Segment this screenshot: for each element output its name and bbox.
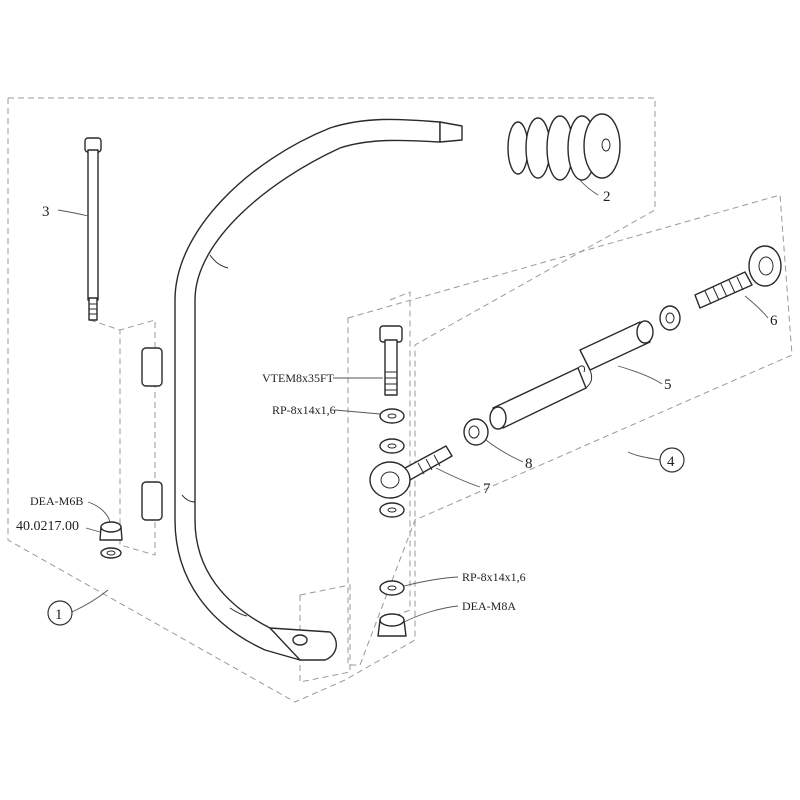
curved-bar-part	[174, 118, 463, 661]
assembly-path-left	[89, 319, 156, 556]
part-number-1: 1	[55, 607, 63, 623]
rod-end-part-7	[369, 445, 453, 499]
washer-middle	[379, 438, 405, 454]
leader-2	[579, 179, 599, 196]
group-4-boundary	[347, 194, 793, 666]
bushing-part-8	[463, 418, 489, 446]
washer-lower	[379, 502, 405, 518]
part-number-2: 2	[603, 189, 611, 205]
label-code: 40.0217.00	[16, 519, 79, 534]
washer-bottom	[379, 580, 405, 596]
leader-5	[617, 365, 663, 385]
assembly-path-bottom	[299, 584, 351, 683]
leader-dea-m6b	[87, 501, 111, 523]
label-rp-bottom: RP-8x14x1,6	[462, 570, 526, 584]
nut-dea-m8a	[377, 613, 407, 637]
bolt-vtem	[379, 325, 403, 396]
bellow-part-2	[507, 113, 621, 181]
hinge-brackets	[141, 347, 163, 521]
leader-code	[85, 527, 101, 533]
rod-end-part-6	[694, 245, 782, 309]
leader-rp-top	[334, 409, 381, 415]
tube-part-5	[489, 320, 654, 430]
part-number-3: 3	[42, 204, 50, 220]
leader-4	[627, 451, 661, 461]
label-dea-m8a: DEA-M8A	[462, 599, 516, 613]
assembly-path-vertical	[389, 291, 411, 619]
pin-part-3	[84, 137, 102, 321]
leader-8	[485, 439, 524, 463]
part-number-5: 5	[664, 377, 672, 393]
part-number-4: 4	[667, 454, 675, 470]
leader-7	[435, 467, 481, 488]
bushing-small	[659, 305, 681, 331]
washer-top	[379, 408, 405, 424]
nut-dea-m6b	[99, 521, 123, 559]
part-number-8: 8	[525, 456, 533, 472]
leader-rp-bottom	[403, 576, 459, 587]
callout-circle-1	[47, 600, 73, 626]
leader-3	[57, 209, 89, 217]
label-vtem8x35ft: VTEM8x35FT	[262, 371, 335, 385]
part-number-6: 6	[770, 313, 778, 329]
leader-6	[744, 295, 769, 319]
callout-circle-4	[659, 447, 685, 473]
label-rp-top: RP-8x14x1,6	[272, 403, 336, 417]
group-1-boundary	[7, 97, 656, 703]
part-number-7: 7	[483, 481, 491, 497]
label-dea-m6b: DEA-M6B	[30, 494, 83, 508]
leader-1	[71, 589, 109, 613]
leader-dea-m8a	[403, 605, 459, 623]
